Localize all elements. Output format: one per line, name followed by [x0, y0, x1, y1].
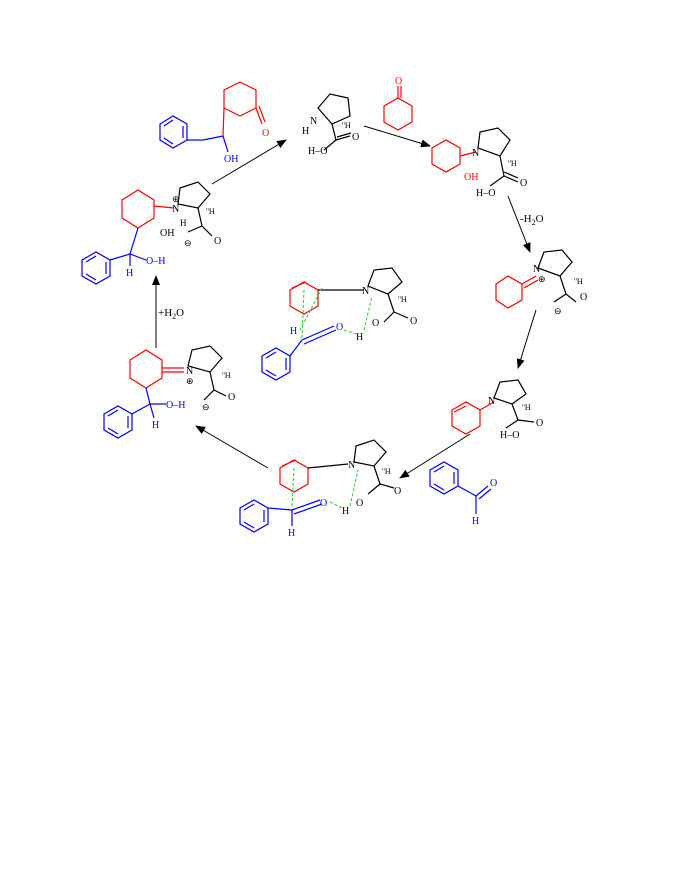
adduct-n-label: N [186, 366, 193, 377]
adduct-minus-charge: ⊖ [202, 402, 210, 412]
carbinol-n-label: N [472, 148, 479, 159]
hemiaminal-adduct: OH N ⊕ H ''H O ⊖ O–H H [81, 181, 221, 285]
carbinol-h-label: ''H [508, 159, 517, 168]
aldehyde-h-label: H [472, 516, 479, 527]
enamine-n-label: N [488, 396, 495, 407]
hemi-minus-charge: ⊖ [184, 238, 192, 248]
ts2-o-blue: O [320, 498, 327, 509]
nh-h-label: H [302, 126, 309, 137]
nh-n-label: N [310, 116, 317, 127]
enamine: N ''H H–O O [451, 379, 543, 441]
ketone-o-label: O [262, 128, 269, 139]
hemi-oh-blue: O–H [146, 256, 165, 267]
cycle-arrows [152, 125, 537, 479]
arrow-ketone-addition [363, 125, 431, 148]
ts1-o2-label: O [372, 318, 379, 329]
cyclohexanone-ring [222, 81, 266, 137]
iminium-h-label: ''H [574, 277, 583, 286]
arrow-tautomerization [516, 309, 537, 369]
carbinol-oh-label: OH [464, 172, 478, 183]
cyclohexanone-reagent [383, 86, 413, 131]
hemi-n-label: N [172, 204, 179, 215]
enamine-o-label: O [536, 418, 543, 429]
enamine-ho-label: H–O [500, 430, 519, 441]
ts1-o-label: O [410, 316, 417, 327]
hemi-oh-label: OH [160, 228, 174, 239]
phenyl-ring [159, 115, 229, 153]
iminium-o-label: O [580, 292, 587, 303]
ts2-h-blue: H [288, 528, 295, 539]
hemi-h-blue: H [126, 268, 133, 279]
acid-o-label: O [352, 132, 359, 143]
transition-state-lower: N ''H O O H H O [239, 439, 401, 539]
proline-catalyst: N H ''H H–O O [302, 93, 359, 157]
stereo-h-label: ''H [342, 121, 351, 130]
benzaldehyde-reagent [429, 461, 492, 514]
iminium-ion: N ⊕ ''H O ⊖ [495, 249, 587, 316]
carbinolamine: OH N ''H H–O O [431, 127, 527, 199]
ts1-h-blue: H [290, 326, 297, 337]
iminium-plus-charge: ⊕ [538, 274, 546, 284]
hemi-h-label: H [180, 218, 187, 228]
adduct-h-label: ''H [222, 371, 231, 380]
transition-state-upper: N ''H O O H H O [261, 267, 417, 381]
ts2-h-label: H [342, 506, 349, 517]
hemi-stereo-h: ''H [206, 207, 215, 216]
plus-water-label: +H2O [158, 307, 184, 321]
hemi-o-label: O [214, 236, 221, 247]
ts2-o2-label: O [356, 498, 363, 509]
hemi-plus-charge: ⊕ [172, 194, 180, 204]
ts2-o-label: O [394, 486, 401, 497]
oh-label: OH [224, 154, 238, 165]
aldol-product: OH O [159, 81, 269, 165]
enamine-h-label: ''H [522, 403, 531, 412]
adduct-oh-label: O–H [166, 400, 185, 411]
ts2-n-label: N [348, 460, 355, 471]
ts1-stereo-h: ''H [398, 295, 407, 304]
arrow-release-catalyst [211, 139, 287, 185]
arrow-aldehyde-approach [399, 433, 471, 479]
adduct-o-label: O [228, 392, 235, 403]
carbinol-ho-label: H–O [476, 188, 495, 199]
ts1-n-label: N [362, 286, 369, 297]
iminium-minus-charge: ⊖ [554, 306, 562, 316]
arrow-cc-formation [195, 425, 269, 469]
adduct-h-blue: H [152, 420, 159, 431]
iminium-aldol-adduct: N ⊕ ''H O ⊖ O–H H [103, 345, 235, 439]
reagent-o-label: O [395, 76, 402, 87]
arrow-dehydration [507, 195, 531, 253]
acid-ho-label: H–O [308, 146, 327, 157]
iminium-n-label: N [533, 264, 540, 275]
minus-water-label: -H2O [520, 213, 544, 227]
adduct-plus-charge: ⊕ [186, 376, 194, 386]
aldehyde-o-label: O [490, 478, 497, 489]
carbinol-o-label: O [520, 178, 527, 189]
ts2-stereo-h: ''H [382, 467, 391, 476]
ts1-o-blue: O [336, 322, 343, 333]
ts1-h-label: H [356, 332, 363, 343]
